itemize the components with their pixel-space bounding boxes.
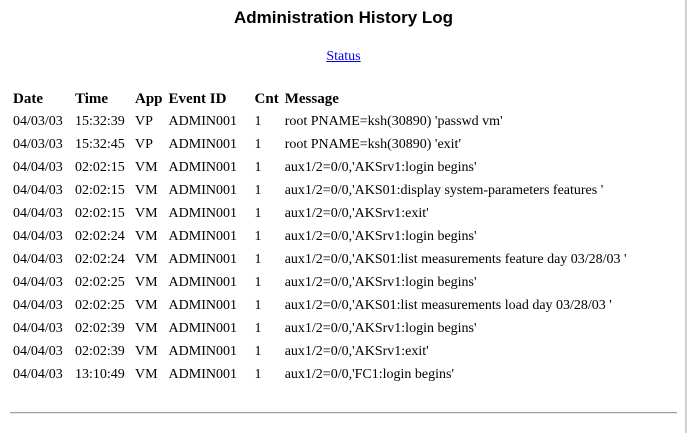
cell-app: VM xyxy=(135,251,158,267)
cell-time: 02:02:15 xyxy=(75,182,125,198)
cell-time: 02:02:15 xyxy=(75,205,125,221)
cell-message: aux1/2=0/0,'AKSrv1:exit' xyxy=(284,343,429,359)
header-app: App xyxy=(135,90,163,107)
table-row: 04/04/03 02:02:25 VM ADMIN001 1 aux1/2=0/0,'A… xyxy=(10,271,630,294)
cell-time: 13:10:49 xyxy=(75,366,125,382)
cell-event-id: ADMIN001 xyxy=(168,182,237,198)
cell-cnt: 1 xyxy=(254,366,262,382)
cell-cnt: 1 xyxy=(254,228,262,244)
cell-event-id: ADMIN001 xyxy=(168,136,237,152)
cell-date: 04/03/03 xyxy=(13,113,63,129)
cell-message: root PNAME=ksh(30890) 'passwd vm' xyxy=(284,113,503,129)
cell-app: VM xyxy=(135,320,158,336)
table-row: 04/04/03 02:02:15 VM ADMIN001 1 aux1/2=0/0,'A… xyxy=(10,202,630,225)
table-header-row: Date Time App Event ID Cnt Message xyxy=(10,88,630,110)
header-event-id: Event ID xyxy=(168,90,227,107)
cell-app: VM xyxy=(135,228,158,244)
table-row: 04/04/03 02:02:39 VM ADMIN001 1 aux1/2=0/0,'A… xyxy=(10,317,630,340)
cell-date: 04/04/03 xyxy=(13,320,63,336)
cell-message: aux1/2=0/0,'AKSrv1:login begins' xyxy=(284,274,477,290)
cell-event-id: ADMIN001 xyxy=(168,205,237,221)
status-link[interactable]: Status xyxy=(326,49,361,64)
cell-time: 02:02:39 xyxy=(75,320,125,336)
cell-cnt: 1 xyxy=(254,320,262,336)
cell-app: VM xyxy=(135,366,158,382)
cell-app: VM xyxy=(135,159,158,175)
cell-time: 02:02:24 xyxy=(75,251,125,267)
cell-message: aux1/2=0/0,'AKSrv1:exit' xyxy=(284,205,429,221)
cell-event-id: ADMIN001 xyxy=(168,251,237,267)
cell-cnt: 1 xyxy=(254,274,262,290)
table-row: 04/04/03 13:10:49 VM ADMIN001 1 aux1/2=0/0,'F… xyxy=(10,363,630,386)
cell-event-id: ADMIN001 xyxy=(168,274,237,290)
cell-date: 04/04/03 xyxy=(13,274,63,290)
cell-message: aux1/2=0/0,'AKSrv1:login begins' xyxy=(284,228,477,244)
cell-message: aux1/2=0/0,'AKSrv1:login begins' xyxy=(284,320,477,336)
cell-event-id: ADMIN001 xyxy=(168,320,237,336)
header-time: Time xyxy=(75,90,109,107)
cell-message: aux1/2=0/0,'AKS01:list measurements load… xyxy=(284,297,612,313)
cell-time: 15:32:45 xyxy=(75,136,125,152)
header-cnt: Cnt xyxy=(254,90,279,107)
cell-message: aux1/2=0/0,'FC1:login begins' xyxy=(284,366,454,382)
table-row: 04/04/03 02:02:24 VM ADMIN001 1 aux1/2=0/0,'A… xyxy=(10,248,630,271)
cell-time: 02:02:25 xyxy=(75,274,125,290)
cell-cnt: 1 xyxy=(254,343,262,359)
cell-event-id: ADMIN001 xyxy=(168,366,237,382)
page-title: Administration History Log xyxy=(233,8,454,27)
cell-event-id: ADMIN001 xyxy=(168,113,237,129)
cell-date: 04/04/03 xyxy=(13,251,63,267)
table-row: 04/04/03 02:02:39 VM ADMIN001 1 aux1/2=0/0,'A… xyxy=(10,340,630,363)
cell-message: root PNAME=ksh(30890) 'exit' xyxy=(284,136,461,152)
cell-event-id: ADMIN001 xyxy=(168,343,237,359)
cell-cnt: 1 xyxy=(254,113,262,129)
cell-date: 04/04/03 xyxy=(13,159,63,175)
cell-cnt: 1 xyxy=(254,297,262,313)
cell-message: aux1/2=0/0,'AKSrv1:login begins' xyxy=(284,159,477,175)
cell-date: 04/03/03 xyxy=(13,136,63,152)
cell-app: VM xyxy=(135,297,158,313)
cell-cnt: 1 xyxy=(254,251,262,267)
header-date: Date xyxy=(13,90,43,107)
window-edge xyxy=(685,0,687,433)
cell-app: VM xyxy=(135,182,158,198)
status-link-container: Status xyxy=(0,49,687,65)
cell-date: 04/04/03 xyxy=(13,297,63,313)
cell-date: 04/04/03 xyxy=(13,182,63,198)
cell-date: 04/04/03 xyxy=(13,366,63,382)
cell-time: 02:02:15 xyxy=(75,159,125,175)
cell-message: aux1/2=0/0,'AKS01:display system-paramet… xyxy=(284,182,604,198)
cell-app: VP xyxy=(135,136,153,152)
table-row: 04/04/03 02:02:15 VM ADMIN001 1 aux1/2=0/0,'A… xyxy=(10,179,630,202)
table-row: 04/03/03 15:32:39 VP ADMIN001 1 root PNAME=ks… xyxy=(10,110,630,133)
cell-app: VM xyxy=(135,205,158,221)
cell-cnt: 1 xyxy=(254,205,262,221)
cell-event-id: ADMIN001 xyxy=(168,228,237,244)
history-log-table: Date Time App Event ID Cnt Message 04/03… xyxy=(10,88,630,386)
cell-app: VP xyxy=(135,113,153,129)
cell-app: VM xyxy=(135,274,158,290)
cell-date: 04/04/03 xyxy=(13,228,63,244)
cell-date: 04/04/03 xyxy=(13,343,63,359)
horizontal-rule xyxy=(10,412,677,414)
table-row: 04/03/03 15:32:45 VP ADMIN001 1 root PNAME=ks… xyxy=(10,133,630,156)
cell-time: 02:02:25 xyxy=(75,297,125,313)
cell-event-id: ADMIN001 xyxy=(168,159,237,175)
cell-date: 04/04/03 xyxy=(13,205,63,221)
header-message: Message xyxy=(284,90,339,107)
cell-cnt: 1 xyxy=(254,159,262,175)
cell-time: 02:02:24 xyxy=(75,228,125,244)
table-row: 04/04/03 02:02:25 VM ADMIN001 1 aux1/2=0/0,'A… xyxy=(10,294,630,317)
cell-app: VM xyxy=(135,343,158,359)
cell-time: 15:32:39 xyxy=(75,113,125,129)
table-row: 04/04/03 02:02:15 VM ADMIN001 1 aux1/2=0/0,'A… xyxy=(10,156,630,179)
cell-event-id: ADMIN001 xyxy=(168,297,237,313)
cell-cnt: 1 xyxy=(254,136,262,152)
cell-cnt: 1 xyxy=(254,182,262,198)
table-row: 04/04/03 02:02:24 VM ADMIN001 1 aux1/2=0/0,'A… xyxy=(10,225,630,248)
cell-message: aux1/2=0/0,'AKS01:list measurements feat… xyxy=(284,251,627,267)
cell-time: 02:02:39 xyxy=(75,343,125,359)
